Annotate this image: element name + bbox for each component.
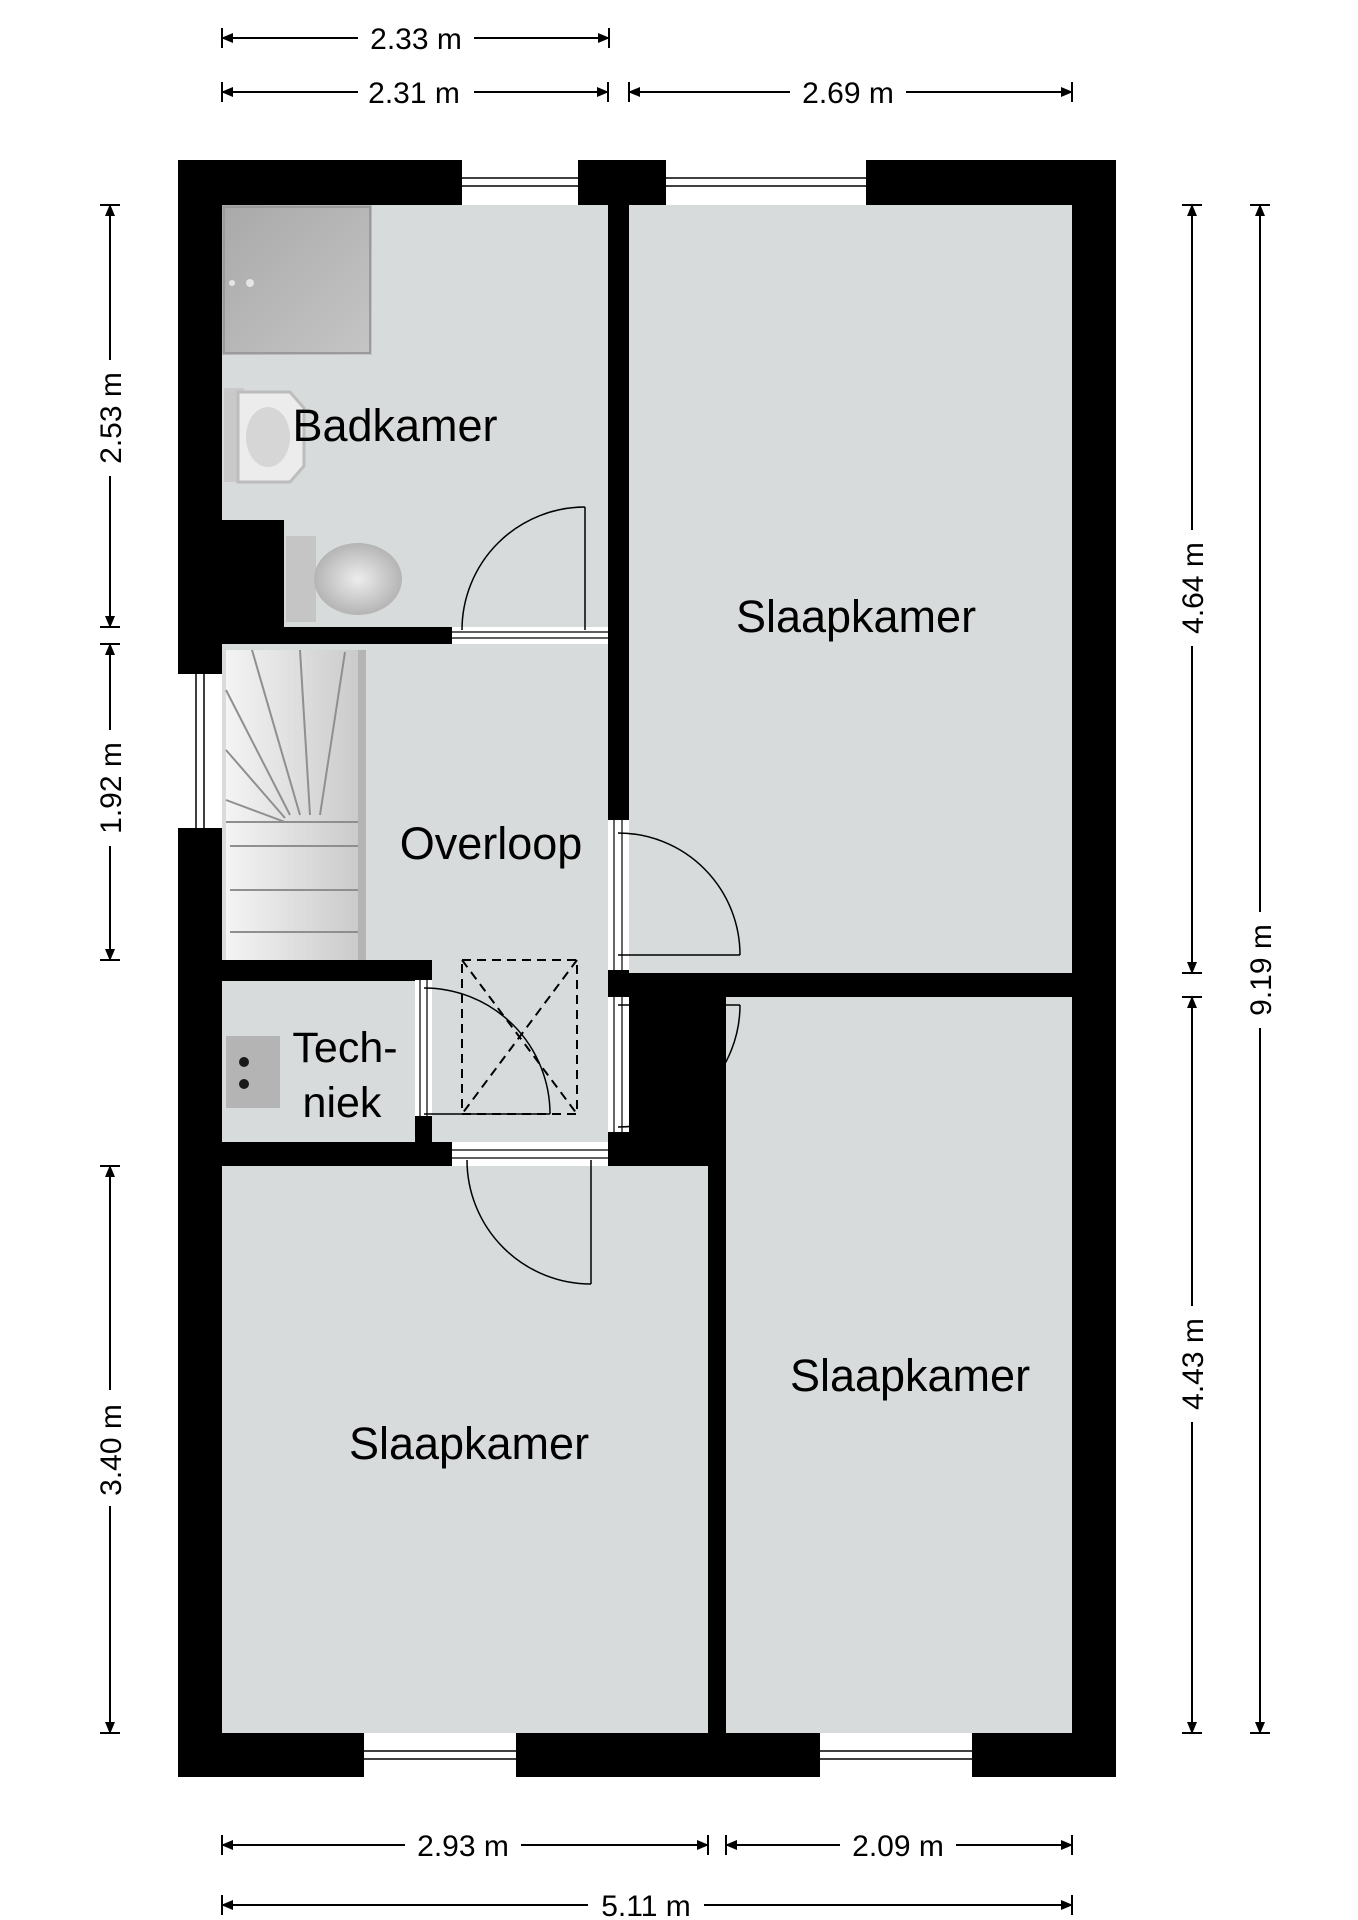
wall-overloop-techniek [222, 960, 432, 981]
dimension-right-lower: 4.43 m [1177, 996, 1210, 1734]
wall-corridor-bottom [608, 1142, 726, 1166]
window-badkamer [462, 160, 578, 205]
dimension-right-upper: 4.64 m [1177, 204, 1210, 974]
dimension-bottom-left: 2.93 m [221, 1830, 709, 1863]
dimension-label-right-total: 9.19 m [1245, 924, 1278, 1016]
shower [222, 205, 372, 355]
dimension-label-top-left: 2.31 m [368, 77, 460, 110]
window-overloop [178, 674, 222, 828]
dimension-right-total: 9.19 m [1245, 204, 1278, 1734]
dimension-top-left: 2.31 m [221, 77, 609, 110]
door-badkamer [452, 506, 608, 644]
window-slaapkamer-top [666, 160, 866, 205]
dimension-label-left-overloop: 1.92 m [95, 742, 128, 834]
slaapkamer-top-floor [629, 205, 1072, 973]
dimension-top-right: 2.69 m [628, 77, 1073, 110]
dimension-label-left-slaapkamer: 3.40 m [95, 1404, 128, 1496]
dimension-label-bottom-right: 2.09 m [852, 1830, 944, 1863]
room-label-badkamer: Badkamer [292, 400, 497, 451]
door-slaapkamer-bottom-right [608, 997, 741, 1132]
wall-slaapkamer-divider [608, 973, 1072, 997]
slaapkamer-bottom-left-floor [222, 1166, 708, 1733]
badkamer-wall-block [222, 520, 284, 627]
boiler [226, 1036, 280, 1108]
dimension-bottom-total: 5.11 m [221, 1890, 1073, 1920]
dimension-label-right-lower: 4.43 m [1177, 1318, 1210, 1410]
dimension-left-overloop: 1.92 m [95, 643, 128, 961]
dimension-label-top-right: 2.69 m [802, 77, 894, 110]
toilet [286, 536, 402, 622]
door-slaapkamer-top [608, 820, 741, 970]
dimension-label-bottom-left: 2.93 m [417, 1830, 509, 1863]
door-techniek [415, 980, 551, 1116]
stairs [225, 649, 366, 960]
sink [224, 388, 306, 484]
dimension-label-bottom-total: 5.11 m [601, 1890, 691, 1920]
room-label-techniek-line2: niek [303, 1079, 382, 1127]
room-label-slaapkamer-bottom-left: Slaapkamer [349, 1418, 589, 1469]
window-slaapkamer-bottom-left [364, 1733, 516, 1777]
room-label-slaapkamer-top: Slaapkamer [736, 591, 976, 642]
room-label-overloop: Overloop [400, 818, 583, 869]
room-label-techniek-line1: Tech- [292, 1024, 397, 1072]
door-slaapkamer-bottom-left [452, 1142, 608, 1285]
dimension-top-outer: 2.33 m [221, 23, 610, 56]
dimension-label-right-upper: 4.64 m [1177, 542, 1210, 634]
dimension-label-top-outer: 2.33 m [370, 23, 462, 56]
slaapkamer-bottom-right-floor [726, 997, 1072, 1733]
attic-hatch [461, 959, 578, 1115]
room-label-slaapkamer-bottom-right: Slaapkamer [790, 1350, 1030, 1401]
wall-bedrooms-vertical [708, 1142, 726, 1733]
window-slaapkamer-bottom-right [820, 1733, 972, 1777]
dimension-bottom-right: 2.09 m [725, 1830, 1073, 1863]
dimension-left-slaapkamer: 3.40 m [95, 1165, 128, 1734]
dimension-left-badkamer: 2.53 m [95, 204, 128, 628]
dimension-label-left-badkamer: 2.53 m [95, 372, 128, 464]
